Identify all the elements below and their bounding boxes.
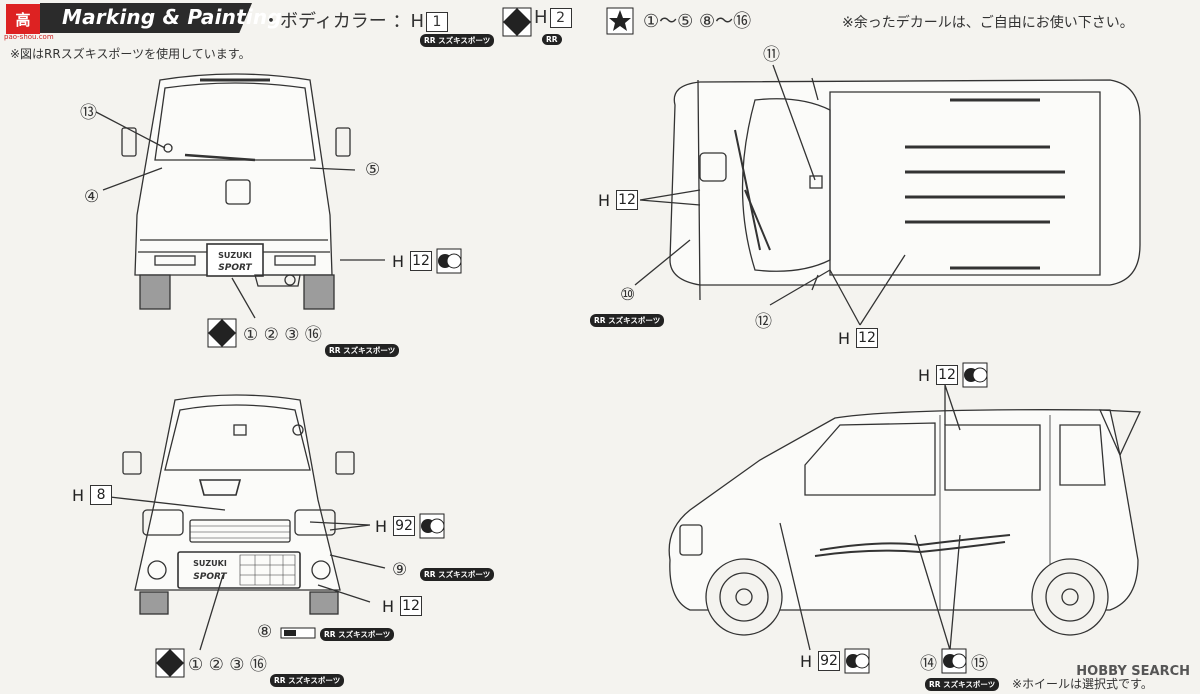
- body-color-label: ・ボディカラー ：H: [262, 11, 424, 32]
- paint-code-box: 2: [549, 8, 572, 28]
- small-logo-decal-icon: [280, 627, 316, 639]
- wheel-note: ※ホイールは選択式です。: [1012, 677, 1153, 691]
- decal-number-13: ⑬: [80, 103, 97, 123]
- model-note: ※図はRRスズキスポーツを使用しています。: [10, 47, 251, 61]
- paint-code-box: 12: [936, 365, 959, 385]
- paint-code-box: 12: [400, 596, 423, 616]
- top-view-drawing: [634, 64, 1141, 326]
- two-tone-icon: [502, 7, 532, 37]
- decal-number-5: ⑤: [365, 160, 381, 180]
- side-view-drawing: [668, 384, 1141, 651]
- front-view-drawing: [109, 394, 386, 651]
- title-banner: [40, 3, 252, 33]
- decal-number-11: ⑪: [763, 45, 780, 65]
- paint-code-box: 8: [90, 485, 113, 505]
- paint-code-box: 12: [616, 190, 639, 210]
- two-tone-icon: [207, 318, 237, 348]
- paint-code-box: 1: [426, 12, 448, 32]
- decal-number-12: ⑫: [755, 312, 772, 332]
- gloss-black-icon: [436, 248, 462, 274]
- decal-number-10: ⑩: [620, 285, 636, 305]
- paint-code-box: 92: [393, 516, 416, 536]
- decal-number-9: ⑨: [392, 560, 408, 580]
- front-plate-text-2: SPORT: [193, 572, 227, 582]
- variant-tag: RR スズキスポーツ: [590, 314, 665, 327]
- front-plate-text-1: SUZUKI: [193, 559, 227, 568]
- variant-tag: RR スズキスポーツ: [270, 674, 345, 687]
- decal-number-14: ⑭: [920, 653, 937, 674]
- variant-tag: RR スズキスポーツ: [320, 628, 395, 641]
- side-decal-callout: ⑭ ⑮: [920, 648, 988, 674]
- page-title: Marking & Painting: [62, 5, 282, 29]
- variant-tag: RR スズキスポーツ: [325, 344, 400, 357]
- decal-number-8: ⑧: [257, 622, 273, 642]
- paint-code-box: 12: [856, 328, 879, 348]
- gloss-black-icon: [419, 513, 445, 539]
- gloss-black-icon: [844, 648, 870, 674]
- paint-code-box: 92: [818, 651, 841, 671]
- front-decal-numbers: ① ② ③ ⑯: [188, 655, 267, 675]
- rear-view-drawing: [95, 73, 385, 319]
- gloss-black-icon: [941, 648, 967, 674]
- star-decal-range: ①〜⑤ ⑧〜⑯: [643, 11, 752, 32]
- rear-plate-text-2: SPORT: [218, 263, 252, 273]
- rear-decal-numbers: ① ② ③ ⑯: [243, 325, 322, 345]
- variant-tag: RR スズキスポーツ: [420, 568, 495, 581]
- site-logo: 高: [6, 4, 40, 34]
- star-icon: [606, 7, 634, 35]
- two-tone-icon: [155, 648, 185, 678]
- variant-tag: RR スズキスポーツ: [925, 678, 1000, 691]
- decal-number-4: ④: [84, 187, 100, 207]
- rear-plate-text-1: SUZUKI: [218, 251, 252, 260]
- paint-code-box: 12: [410, 251, 433, 271]
- site-logo-subtext: pao-shou.com: [4, 33, 54, 41]
- gloss-black-icon: [962, 362, 988, 388]
- decal-number-15: ⑮: [971, 653, 988, 674]
- variant-tag: RR: [542, 34, 562, 45]
- free-decal-note: ※余ったデカールは、ご自由にお使い下さい。: [842, 15, 1134, 31]
- variant-tag: RR スズキスポーツ: [420, 34, 495, 47]
- hobby-search-watermark: HOBBY SEARCH: [1076, 664, 1190, 679]
